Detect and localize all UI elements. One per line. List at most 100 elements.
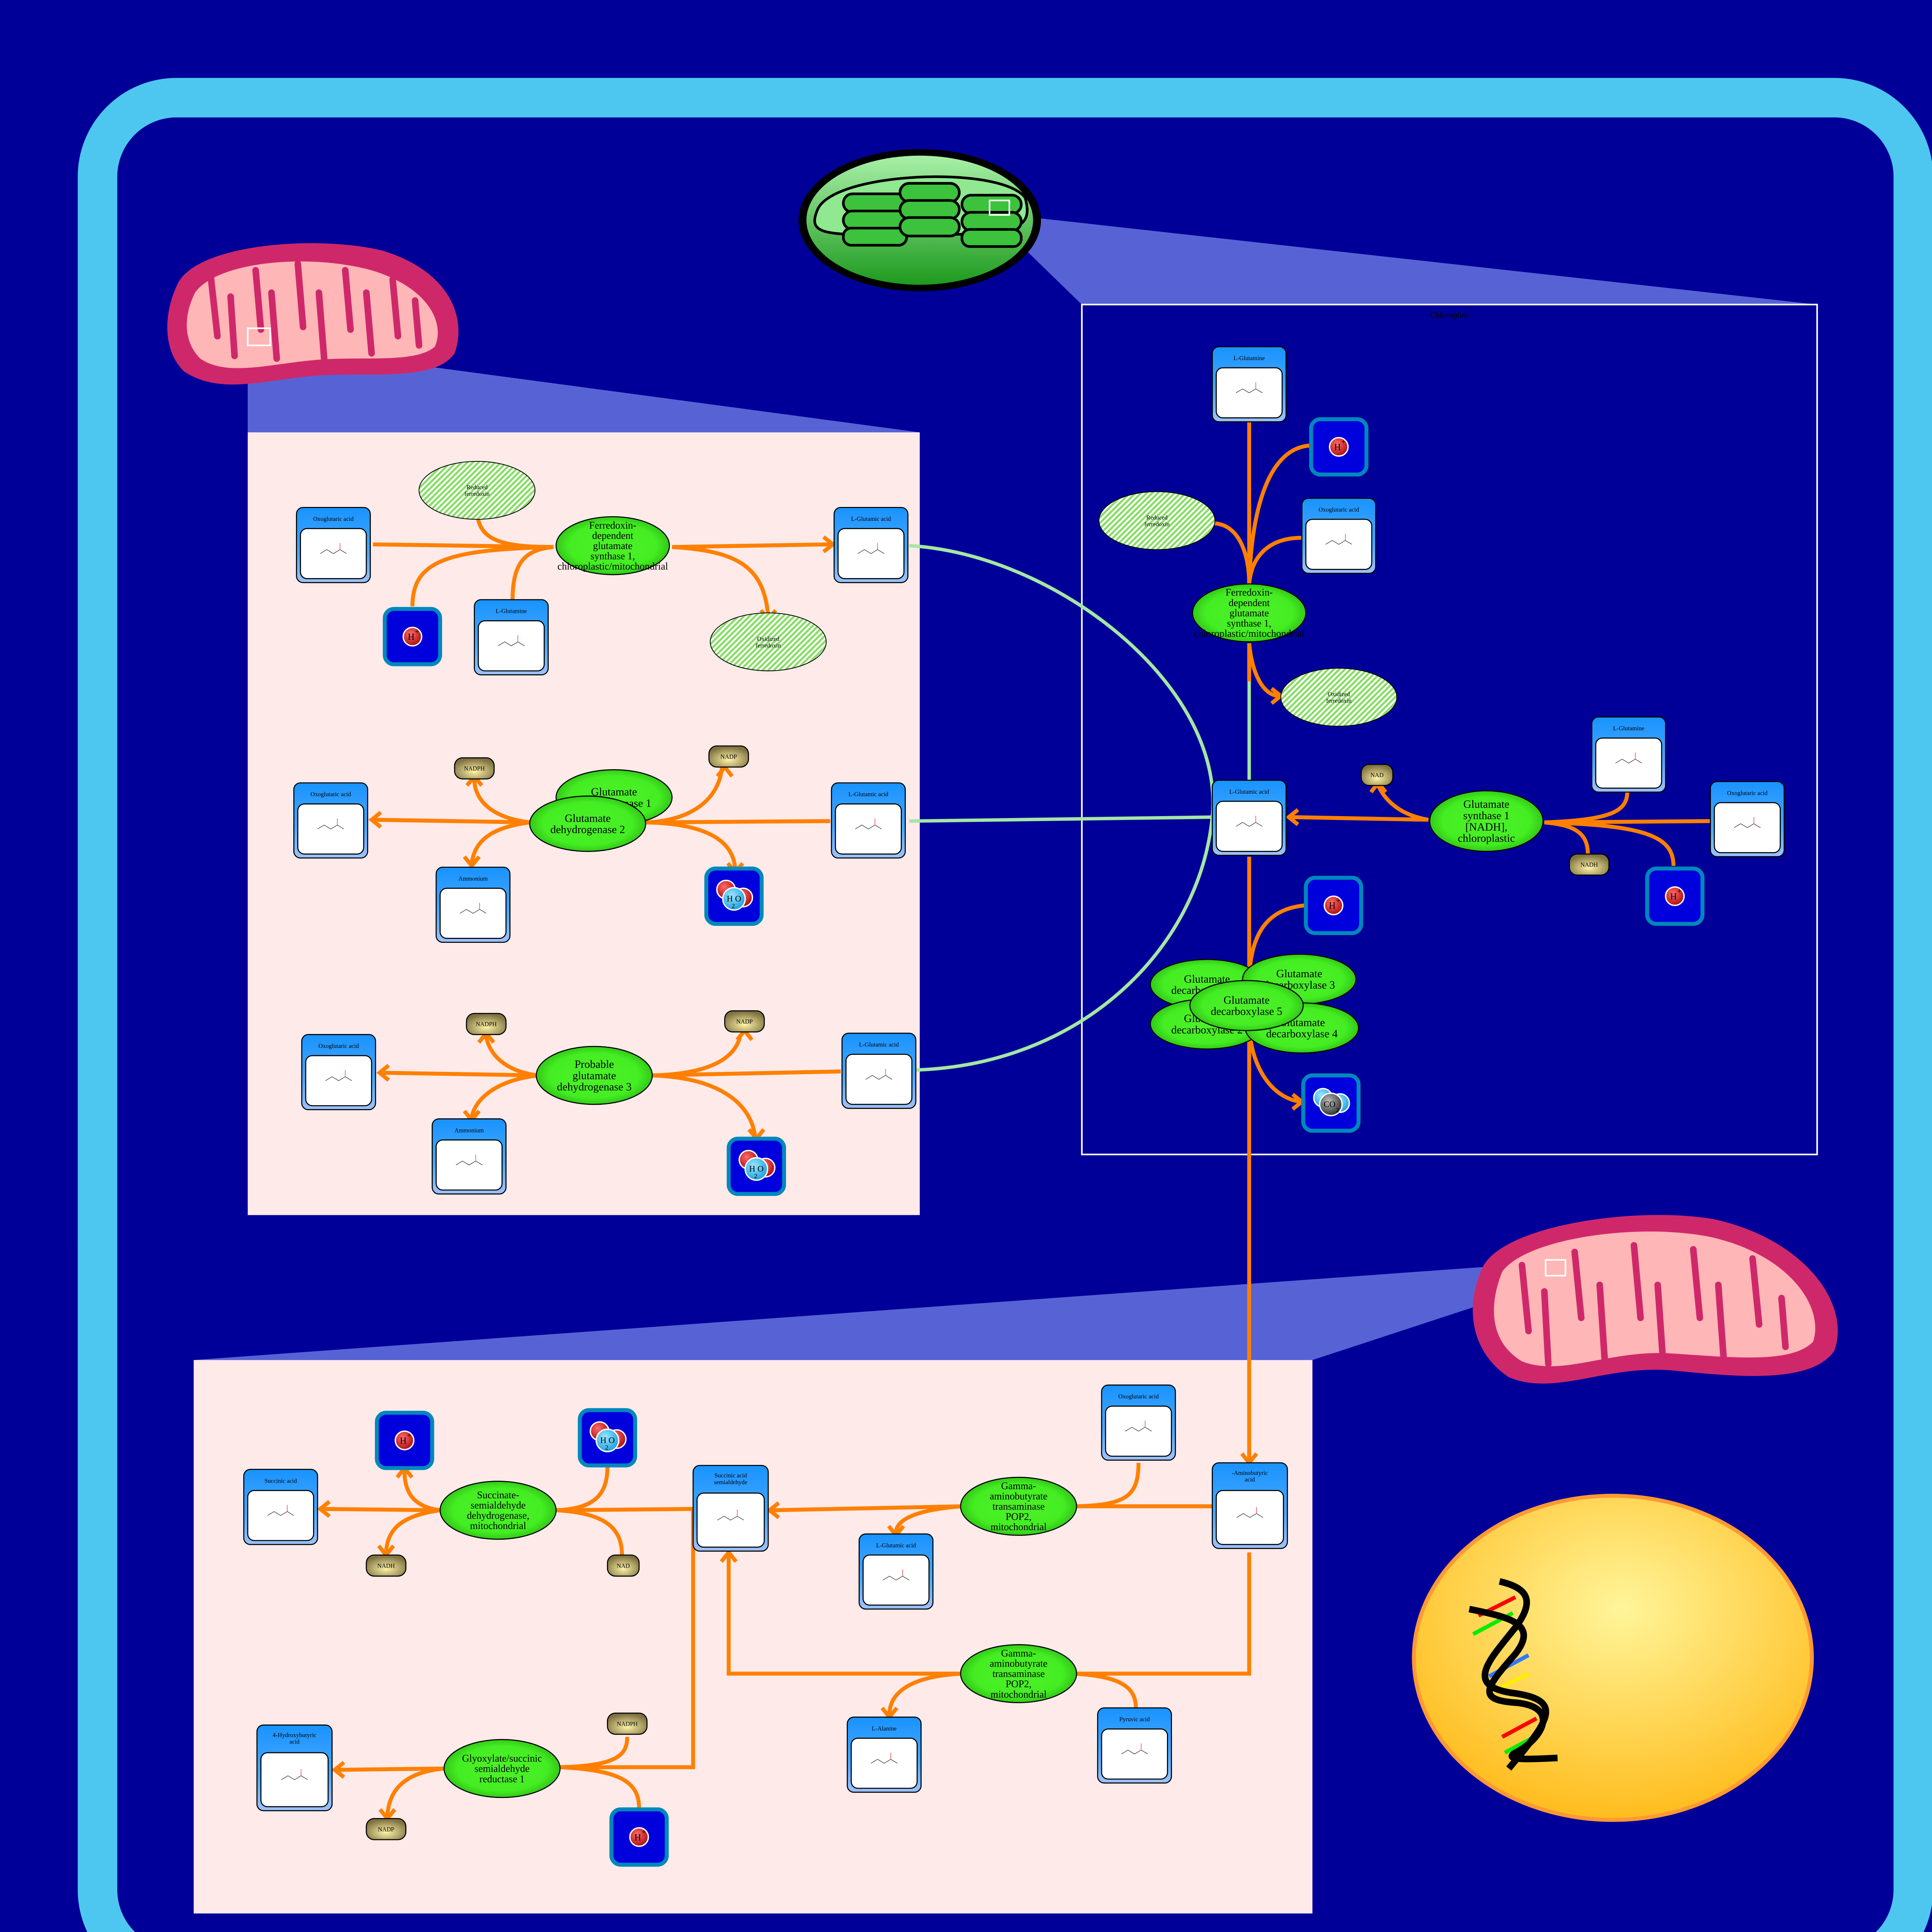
arrowhead-icon bbox=[317, 1500, 331, 1518]
edge-ssadh-nadh bbox=[384, 1508, 440, 1553]
ion-water[interactable]: H O2 bbox=[726, 1136, 786, 1196]
metabolite-oxoglutaric-acid[interactable]: Oxoglutaric acid bbox=[1101, 1384, 1176, 1461]
metabolite-l-alanine[interactable]: L-Alanine bbox=[847, 1716, 922, 1793]
proton-label: H bbox=[400, 1436, 406, 1446]
metabolite-oxoglutaric-acid[interactable]: Oxoglutaric acid bbox=[293, 782, 368, 859]
cofactor-nadh[interactable]: NADH bbox=[1569, 853, 1610, 876]
structure-skeleton bbox=[717, 1516, 744, 1520]
enzyme-glyoxylate-succinic-semialdehyde-reductase[interactable]: Glyoxylate/succinicsemialdehydereductase… bbox=[443, 1739, 561, 1798]
cofactor-nadph[interactable]: NADPH bbox=[454, 757, 495, 780]
edge-gdh3-oxoglutaric bbox=[382, 1071, 538, 1078]
metabolite-oxoglutaric-acid[interactable]: Oxoglutaric acid bbox=[296, 507, 371, 583]
enzyme-label: Gamma- bbox=[1001, 1648, 1036, 1659]
metabolite-ammonium[interactable]: Ammonium bbox=[432, 1118, 507, 1195]
edge-gaba-pop2-b bbox=[1074, 1552, 1252, 1676]
edge-ssadh-hplus bbox=[402, 1471, 440, 1512]
metabolite-pyruvic-acid[interactable]: Pyruvic acid bbox=[1097, 1707, 1172, 1784]
cofactor-label: NAD bbox=[1371, 772, 1384, 779]
ion-proton[interactable]: H+ bbox=[1304, 876, 1363, 935]
metabolite-oxoglutaric-acid[interactable]: Oxoglutaric acid bbox=[301, 1034, 376, 1111]
proton-label: H bbox=[1329, 901, 1335, 911]
metabolite-oxoglutaric-acid[interactable]: Oxoglutaric acid bbox=[1301, 498, 1376, 574]
edge-glyr-nadp bbox=[385, 1766, 444, 1816]
enzyme-label: decarboxylase 4 bbox=[1266, 1028, 1338, 1040]
edge-oxoglutaric-fdgogat-cp bbox=[1247, 536, 1302, 584]
ion-carbon-dioxide[interactable]: CO2 bbox=[1301, 1073, 1361, 1133]
ferredoxin-label: ferredoxin bbox=[1145, 521, 1170, 528]
ion-proton[interactable]: H+ bbox=[1309, 417, 1369, 477]
arrowhead-icon bbox=[719, 1549, 738, 1563]
cofactor-nad[interactable]: NAD bbox=[607, 1554, 640, 1577]
ion-proton[interactable]: H+ bbox=[383, 607, 442, 667]
charge-label: + bbox=[415, 628, 420, 636]
edge-hplus-fdgogat-cp bbox=[1247, 443, 1310, 584]
cofactor-nadp[interactable]: NADP bbox=[724, 1010, 765, 1032]
metabolite-l-glutamic-acid[interactable]: L-Glutamic acid bbox=[831, 782, 906, 859]
cofactor-nad[interactable]: NAD bbox=[1361, 764, 1393, 786]
metabolite-label: Oxoglutaric acid bbox=[318, 1043, 359, 1049]
nucleus-icon bbox=[1412, 1493, 1814, 1822]
cofactor-nadph[interactable]: NADPH bbox=[466, 1013, 507, 1035]
cofactor-nadph[interactable]: NADPH bbox=[607, 1713, 648, 1735]
proton-label: H bbox=[408, 632, 414, 642]
charge-label: + bbox=[641, 1828, 646, 1836]
enzyme-succinate-semialdehyde-dehydrogenase[interactable]: Succinate-semialdehydedehydrogenase,mito… bbox=[439, 1481, 557, 1540]
metabolite-ammonium[interactable]: Ammonium bbox=[435, 866, 511, 943]
arrowhead-icon bbox=[822, 535, 836, 553]
water-label: H O bbox=[727, 894, 742, 903]
metabolite-oxoglutaric-acid[interactable]: Oxoglutaric acid bbox=[1710, 781, 1785, 857]
enzyme-label: Glutamate bbox=[1463, 798, 1509, 811]
enzyme-label: chloroplastic/mitochondrial bbox=[558, 561, 668, 572]
cofactor-nadh[interactable]: NADH bbox=[366, 1554, 406, 1577]
edge-hplus-glyr bbox=[558, 1765, 641, 1808]
water-label: H O bbox=[749, 1164, 764, 1173]
edge-gdh2-ammonium bbox=[469, 820, 530, 864]
edge-ssadh-succinic bbox=[323, 1507, 440, 1512]
ion-water[interactable]: H O2 bbox=[704, 866, 764, 926]
ion-proton[interactable]: H+ bbox=[609, 1807, 669, 1867]
enzyme-label: Probable bbox=[575, 1058, 614, 1070]
structure-skeleton bbox=[871, 1759, 898, 1764]
metabolite-l-glutamic-acid[interactable]: L-Glutamic acid bbox=[1212, 779, 1287, 856]
cofactor-nadp[interactable]: NADP bbox=[708, 745, 749, 768]
enzyme-label: synthase 1 bbox=[1463, 810, 1510, 822]
structure-skeleton bbox=[498, 641, 525, 646]
charge-label: + bbox=[1677, 887, 1682, 896]
ion-proton[interactable]: H+ bbox=[375, 1411, 434, 1470]
edge-nad-ssadh bbox=[556, 1508, 624, 1555]
enzyme-gaba-transaminase-pop2-bottom[interactable]: Gamma-aminobutyratetransaminasePOP2,mito… bbox=[960, 1644, 1077, 1703]
cofactor-label: NADPH bbox=[476, 1021, 497, 1028]
metabolite-l-glutamic-acid[interactable]: L-Glutamic acid bbox=[859, 1533, 934, 1610]
metabolite-l-glutamine[interactable]: L-Glutamine bbox=[1212, 346, 1287, 423]
dna-icon bbox=[1468, 1578, 1558, 1771]
edge-gogat-nad bbox=[1376, 784, 1429, 822]
structure-skeleton bbox=[1125, 1427, 1152, 1432]
arrowhead-icon bbox=[376, 1064, 390, 1082]
ion-water[interactable]: H O2 bbox=[578, 1408, 637, 1468]
enzyme-gaba-transaminase-pop2-top[interactable]: Gamma-aminobutyratetransaminasePOP2,mito… bbox=[960, 1476, 1077, 1536]
cofactor-nadp[interactable]: NADP bbox=[366, 1818, 406, 1840]
metabolite-label: Ammonium bbox=[458, 876, 488, 882]
metabolite-succinic-acid[interactable]: Succinic acid bbox=[243, 1469, 318, 1545]
metabolite-l-glutamic-acid[interactable]: L-Glutamic acid bbox=[841, 1032, 917, 1109]
enzyme-label: Gamma- bbox=[1001, 1480, 1036, 1492]
metabolite-l-glutamine[interactable]: L-Glutamine bbox=[474, 599, 549, 675]
metabolite-l-glutamine[interactable]: L-Glutamine bbox=[1591, 716, 1666, 793]
zoom-wedge-chloroplast bbox=[990, 215, 1817, 305]
ion-proton[interactable]: H+ bbox=[1645, 866, 1705, 926]
edge-nadp-gdh2 bbox=[645, 767, 724, 825]
metabolite-l-glutamic-acid[interactable]: L-Glutamic acid bbox=[833, 507, 909, 583]
